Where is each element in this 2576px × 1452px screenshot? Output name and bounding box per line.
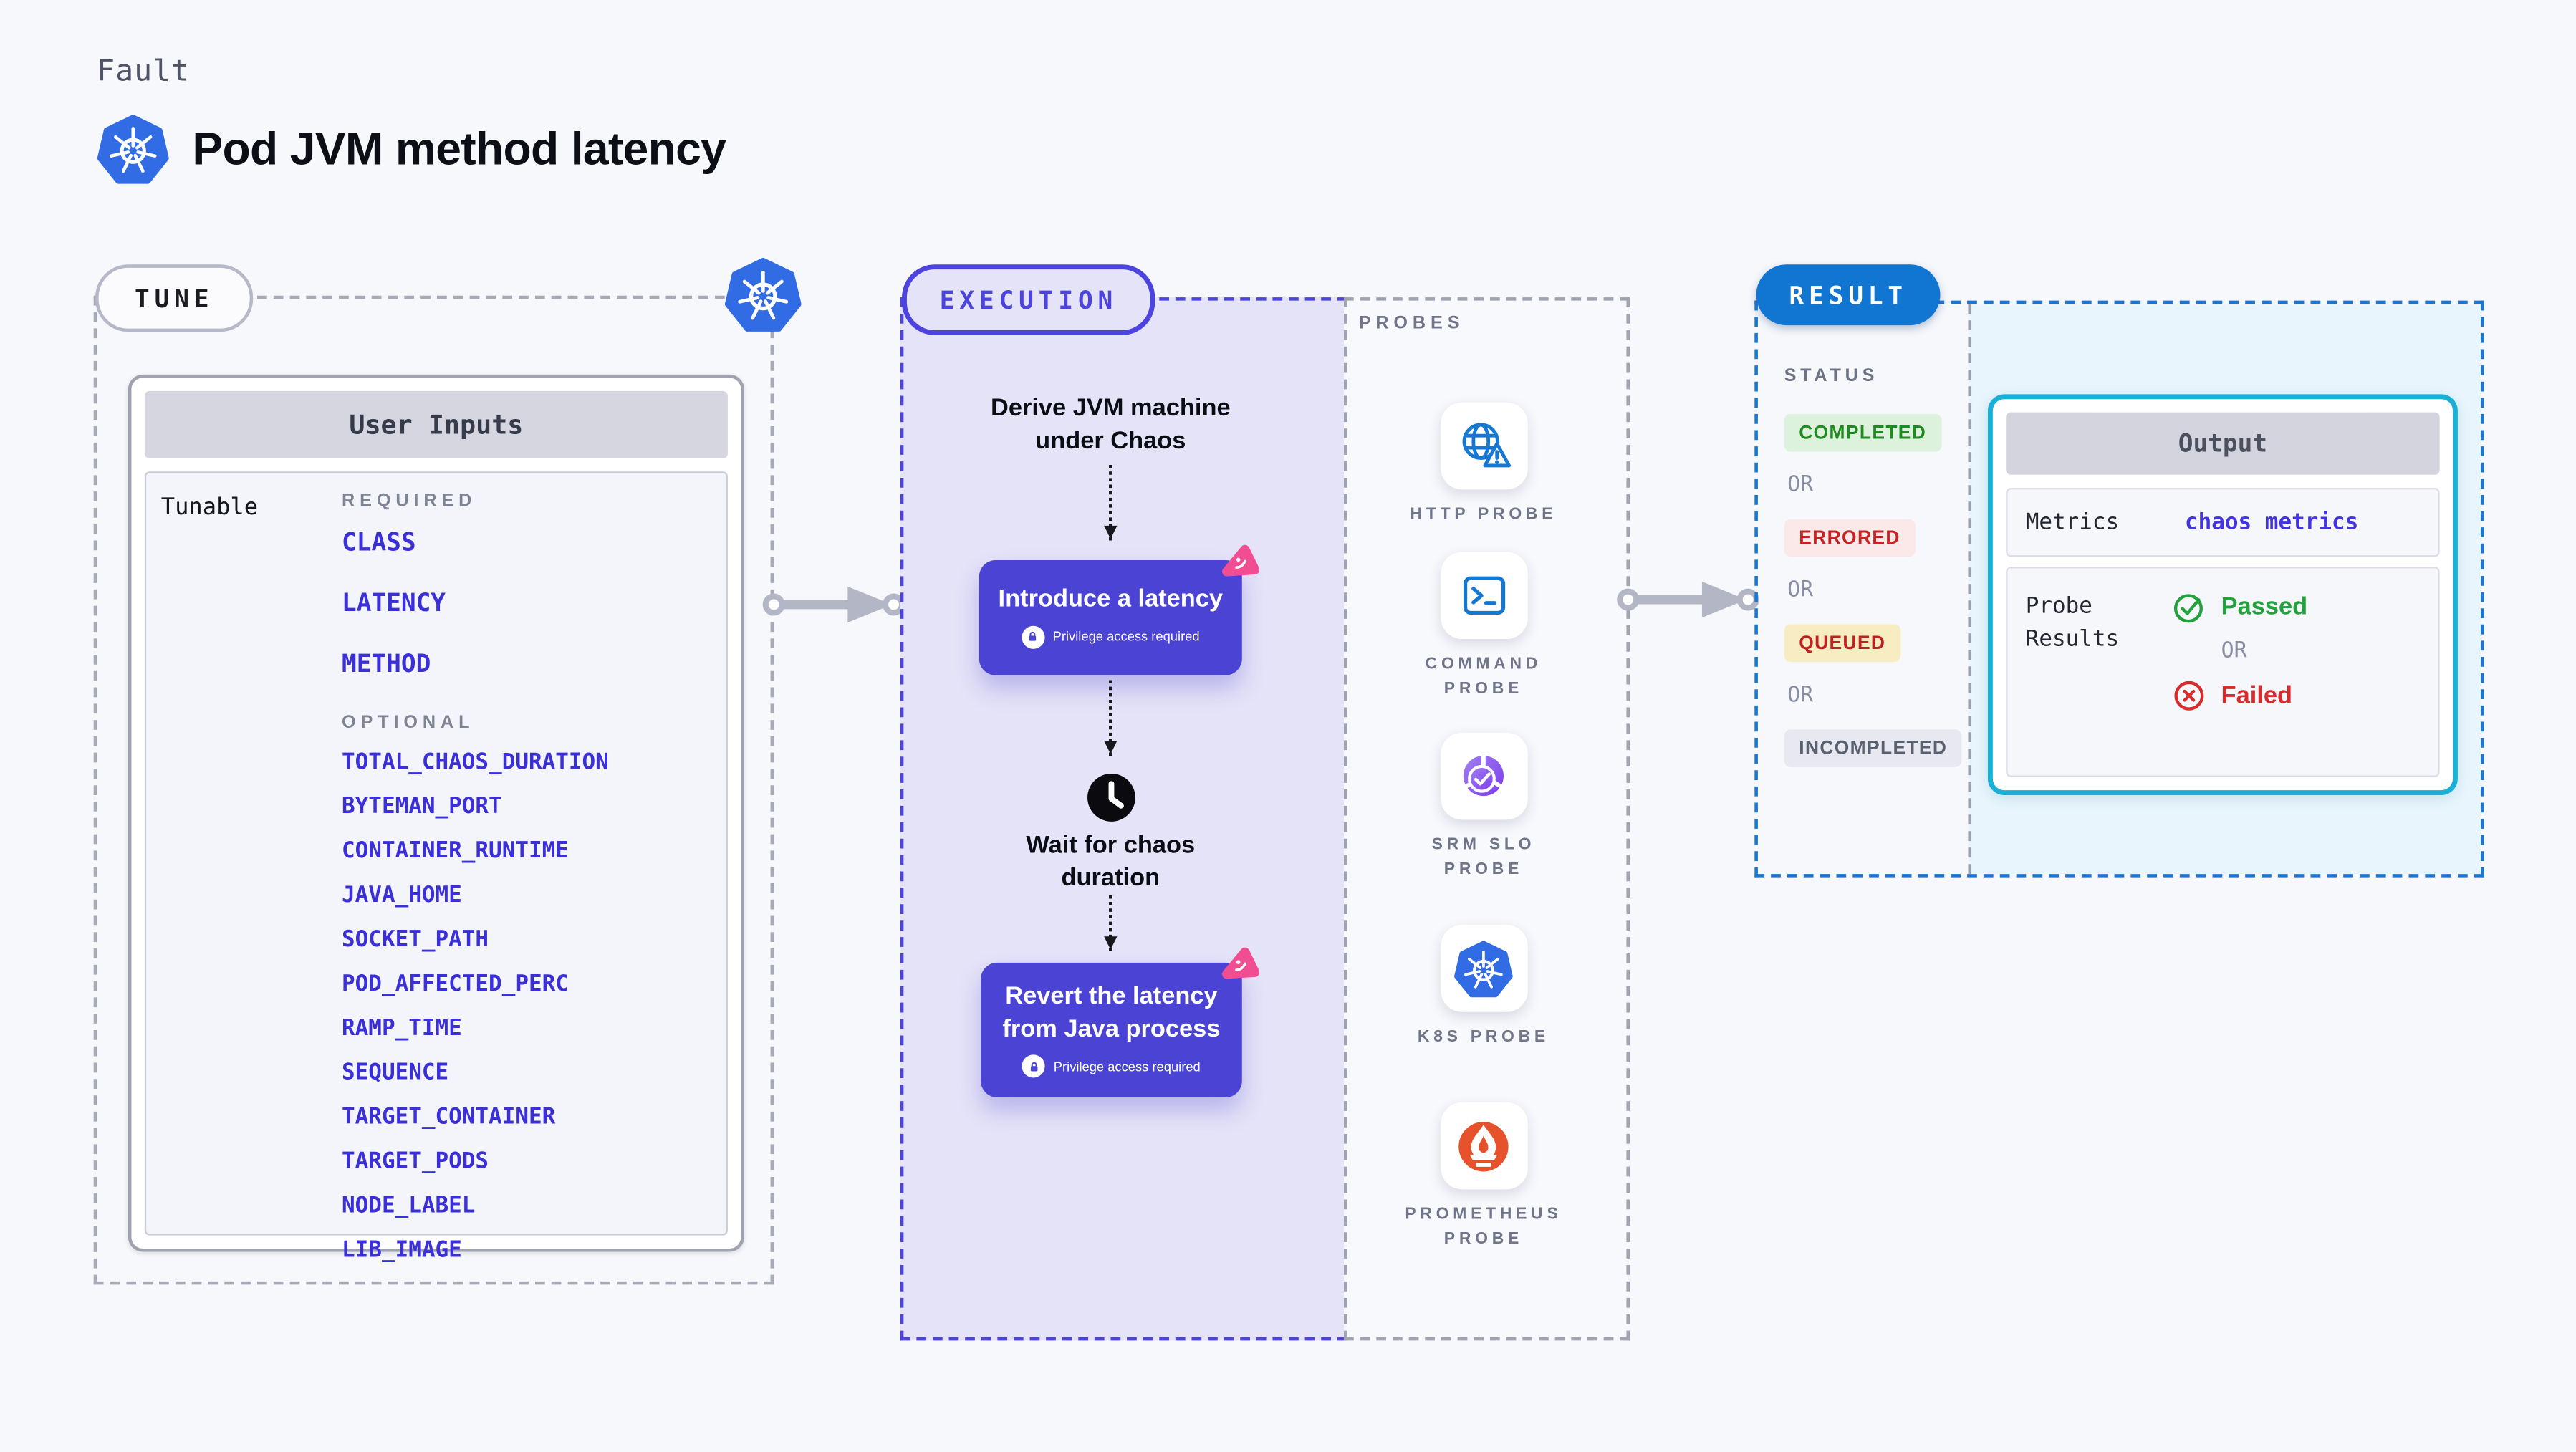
kubernetes-icon bbox=[1454, 939, 1514, 999]
down-arrow-icon bbox=[1102, 680, 1117, 756]
status-section-label: STATUS bbox=[1784, 366, 1879, 386]
optional-param: SOCKET_PATH bbox=[342, 926, 489, 953]
result-label-pill: RESULT bbox=[1756, 264, 1941, 326]
probe-label: PROMETHEUS PROBE bbox=[1405, 1206, 1562, 1248]
tune-section bbox=[93, 295, 774, 1285]
or-label: OR bbox=[1787, 683, 1814, 708]
output-card: Output Metrics chaos metrics Probe Resul… bbox=[1987, 394, 2458, 795]
status-badge: QUEUED bbox=[1784, 624, 1900, 663]
kubernetes-icon bbox=[97, 113, 169, 186]
action-title: Introduce a latency bbox=[998, 585, 1224, 613]
step-derive-jvm: Derive JVM machine under Chaos bbox=[991, 394, 1231, 456]
probe-srm-slo: SRM SLO PROBE bbox=[1344, 732, 1623, 883]
optional-param: NODE_LABEL bbox=[342, 1192, 476, 1219]
passed-label: Passed bbox=[2221, 592, 2308, 621]
tune-label-pill: TUNE bbox=[95, 264, 254, 332]
required-param: LATENCY bbox=[342, 588, 446, 618]
probe-label: K8S PROBE bbox=[1417, 1028, 1549, 1047]
probe-label: HTTP PROBE bbox=[1410, 506, 1557, 524]
probe-k8s: K8S PROBE bbox=[1344, 925, 1623, 1050]
step-introduce-latency: Introduce a latency Privilege access req… bbox=[979, 560, 1242, 675]
optional-param: SEQUENCE bbox=[342, 1059, 449, 1086]
required-section-label: REQUIRED bbox=[342, 491, 477, 511]
optional-param: BYTEMAN_PORT bbox=[342, 793, 502, 820]
probe-results-label: Probe Results bbox=[2025, 592, 2120, 653]
privilege-note: Privilege access required bbox=[981, 1054, 1242, 1078]
user-inputs-card: User Inputs Tunable REQUIRED CLASS LATEN… bbox=[128, 374, 744, 1264]
probe-http: HTTP PROBE bbox=[1344, 402, 1623, 528]
probe-results-values: Passed OR Failed bbox=[2172, 590, 2307, 713]
metrics-row: Metrics chaos metrics bbox=[2006, 488, 2440, 557]
flow-arrow-icon bbox=[1617, 578, 1762, 621]
status-badge: COMPLETED bbox=[1784, 413, 1941, 452]
prometheus-flame-icon bbox=[1454, 1116, 1514, 1175]
metrics-value: chaos metrics bbox=[2184, 509, 2359, 536]
probe-label: SRM SLO PROBE bbox=[1431, 836, 1536, 878]
lock-icon bbox=[1027, 1059, 1042, 1074]
chaos-spark-icon bbox=[1219, 542, 1261, 585]
privilege-note: Privilege access required bbox=[979, 625, 1242, 648]
probes-section-label: PROBES bbox=[1358, 314, 1465, 334]
globe-alert-icon bbox=[1455, 418, 1512, 475]
down-arrow-icon bbox=[1102, 465, 1117, 541]
tunable-label: Tunable bbox=[160, 494, 259, 521]
probe-prometheus: PROMETHEUS PROBE bbox=[1344, 1102, 1623, 1252]
optional-param: TOTAL_CHAOS_DURATION bbox=[342, 749, 609, 776]
action-title: Revert the latency from Java process bbox=[1002, 982, 1221, 1043]
optional-param: CONTAINER_RUNTIME bbox=[342, 837, 569, 865]
or-label: OR bbox=[2221, 639, 2247, 664]
check-circle-icon bbox=[2172, 590, 2206, 624]
x-circle-icon bbox=[2172, 678, 2206, 713]
flow-arrow-icon bbox=[762, 583, 907, 626]
user-inputs-list: Tunable REQUIRED CLASS LATENCY METHOD OP… bbox=[144, 471, 728, 1264]
status-badge: INCOMPLETED bbox=[1784, 729, 1962, 768]
optional-param: TARGET_CONTAINER bbox=[342, 1104, 556, 1130]
optional-param: JAVA_HOME bbox=[342, 882, 462, 909]
clock-icon bbox=[1086, 772, 1137, 823]
probe-results-row: Probe Results Passed OR Failed bbox=[2006, 567, 2440, 777]
or-label: OR bbox=[1787, 473, 1814, 498]
terminal-icon bbox=[1455, 567, 1512, 624]
required-param: CLASS bbox=[342, 527, 416, 557]
or-label: OR bbox=[1787, 578, 1814, 603]
execution-section bbox=[900, 297, 1347, 1341]
fault-kicker: Fault bbox=[97, 54, 191, 89]
chaos-spark-icon bbox=[1219, 944, 1261, 987]
status-badge: ERRORED bbox=[1784, 519, 1916, 557]
optional-section-label: OPTIONAL bbox=[342, 713, 475, 733]
optional-param: TARGET_PODS bbox=[342, 1148, 489, 1175]
execution-label-pill: EXECUTION bbox=[902, 264, 1155, 335]
kubernetes-icon bbox=[724, 256, 802, 334]
probe-label: COMMAND PROBE bbox=[1425, 655, 1542, 698]
status-column: COMPLETED OR ERRORED OR QUEUED OR INCOMP… bbox=[1784, 413, 1962, 768]
lock-icon bbox=[1026, 629, 1041, 644]
output-title: Output bbox=[2006, 412, 2440, 475]
step-revert-latency: Revert the latency from Java process Pri… bbox=[981, 963, 1242, 1097]
optional-param: POD_AFFECTED_PERC bbox=[342, 971, 569, 998]
page-title: Pod JVM method latency bbox=[192, 123, 726, 175]
failed-label: Failed bbox=[2221, 681, 2293, 710]
slo-pie-icon bbox=[1454, 746, 1514, 806]
optional-param: LIB_IMAGE bbox=[342, 1236, 462, 1264]
probe-command: COMMAND PROBE bbox=[1344, 552, 1623, 702]
user-inputs-title: User Inputs bbox=[144, 390, 728, 458]
optional-param: RAMP_TIME bbox=[342, 1015, 462, 1042]
down-arrow-icon bbox=[1102, 895, 1117, 951]
parameter-column: REQUIRED CLASS LATENCY METHOD OPTIONAL T… bbox=[342, 491, 609, 1282]
metrics-label: Metrics bbox=[2025, 509, 2120, 536]
required-param: METHOD bbox=[342, 648, 431, 679]
step-wait-duration: Wait for chaos duration bbox=[1026, 831, 1196, 893]
page-header: Pod JVM method latency bbox=[97, 113, 726, 186]
